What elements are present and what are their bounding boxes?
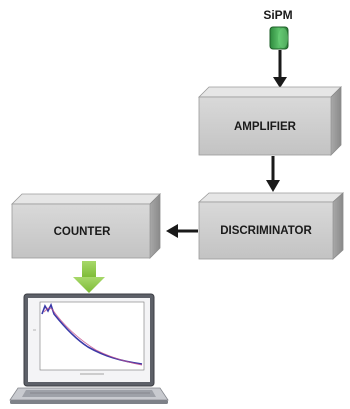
green-down-arrow-icon <box>73 261 105 293</box>
amplifier-block: AMPLIFIER <box>198 86 342 156</box>
sipm-label: SiPM <box>263 8 292 22</box>
counter-block: COUNTER <box>11 193 161 259</box>
laptop-icon <box>9 293 169 404</box>
discriminator-block: DISCRIMINATOR <box>197 192 345 260</box>
discriminator-label: DISCRIMINATOR <box>220 225 312 237</box>
screen-plot <box>33 301 145 375</box>
counter-label: COUNTER <box>54 226 112 238</box>
down-arrow-icon <box>273 50 287 88</box>
left-arrow-icon <box>166 224 198 238</box>
amplifier-label: AMPLIFIER <box>234 121 297 133</box>
sipm-sensor-icon <box>269 26 289 50</box>
down-arrow-icon <box>266 156 280 192</box>
